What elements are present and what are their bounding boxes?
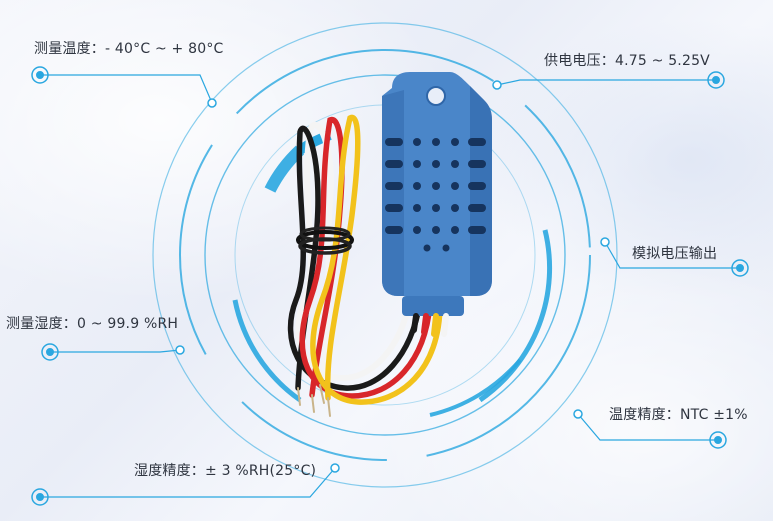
- callout-lines: [40, 74, 740, 498]
- callout-line-temp-range: [40, 74, 213, 104]
- ring-2: [179, 49, 591, 461]
- cable-tie: [296, 226, 354, 255]
- spec-humidity-accuracy: 湿度精度：± 3 %RH(25°C): [134, 463, 317, 479]
- marker-temp-acc: [573, 409, 727, 449]
- callout-line-temp-acc: [577, 413, 718, 441]
- sensor-wires: [287, 114, 443, 417]
- sensor-body: [382, 72, 492, 337]
- callout-line-analog: [604, 241, 740, 269]
- mount-hole: [426, 86, 446, 106]
- spec-supply-voltage: 供电电压：4.75 ~ 5.25V: [544, 53, 710, 69]
- ring-3: [204, 74, 566, 436]
- sensor-base: [402, 296, 464, 316]
- ring-arc-right: [478, 229, 553, 403]
- callout-line-humid-acc: [40, 467, 336, 498]
- spec-analog-output: 模拟电压输出: [632, 246, 718, 262]
- vent-slots: [385, 138, 486, 234]
- marker-analog: [600, 237, 749, 277]
- vent-holes: [413, 138, 459, 252]
- ring-arc-inner-left: [264, 145, 305, 193]
- callout-line-voltage: [496, 79, 716, 86]
- outer-ring: [152, 22, 618, 488]
- marker-humid-range: [41, 343, 185, 361]
- wire-exit: [411, 313, 449, 337]
- callout-line-humid-range: [50, 349, 181, 353]
- callout-markers: [31, 66, 749, 506]
- ring-arc-left: [232, 299, 302, 403]
- marker-temp-range: [31, 66, 217, 108]
- spec-temp-accuracy: 温度精度：NTC ±1%: [609, 407, 748, 423]
- spec-temp-range: 测量温度：- 40°C ~ + 80°C: [34, 41, 224, 57]
- wire-tips: [297, 384, 331, 417]
- ring-arc-inner-bottom: [429, 358, 522, 417]
- marker-humid-acc: [31, 463, 340, 506]
- marker-voltage: [492, 71, 725, 90]
- spec-humidity-range: 测量湿度：0 ~ 99.9 %RH: [6, 316, 179, 332]
